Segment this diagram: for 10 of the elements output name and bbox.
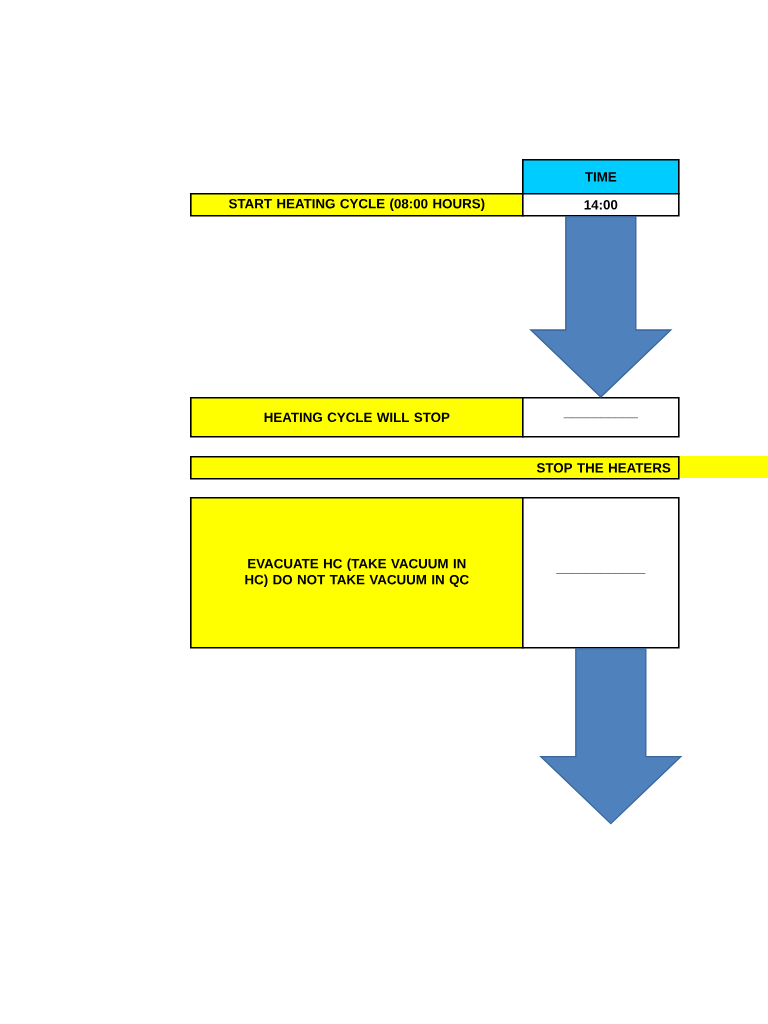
time-cell: 14:00	[522, 193, 680, 217]
step-cell: START HEATING CYCLE (08:00 HOURS)	[190, 193, 524, 217]
step-band: STOP THE HEATERS	[190, 456, 768, 480]
step-cell: EVACUATE HC (TAKE VACUUM IN HC) DO NOT TAKE VACUUM IN QC	[190, 497, 524, 649]
block-arrow	[539, 647, 683, 825]
block-arrow	[529, 215, 673, 398]
time-cell: ____________	[522, 497, 680, 649]
header-cell: TIME	[522, 159, 680, 195]
time-cell: __________	[522, 397, 680, 438]
step-cell: HEATING CYCLE WILL STOP	[190, 397, 524, 438]
